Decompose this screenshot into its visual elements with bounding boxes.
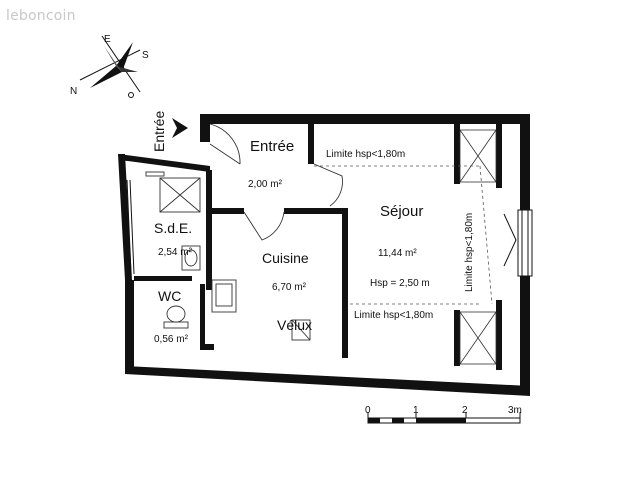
wall-alcove-bottom-right — [496, 300, 502, 370]
wall-sde-right — [206, 170, 212, 290]
room-sde-name: S.d.E. — [154, 220, 192, 236]
left-window — [126, 179, 135, 275]
room-sejour-name: Séjour — [380, 203, 423, 220]
compass-south-label: S — [142, 50, 149, 61]
compass-arrow-east — [116, 42, 133, 72]
wall-wc-right — [200, 284, 205, 350]
shower-icon — [145, 171, 201, 213]
limit-label-bottom: Limite hsp<1,80m — [354, 310, 433, 321]
compass-arrow-north — [90, 66, 122, 88]
right-window — [503, 209, 533, 277]
scale-bar: 0 1 2 3m — [365, 405, 522, 424]
room-wc-area: 0,56 m² — [154, 334, 189, 345]
compass-north-label: N — [70, 86, 77, 97]
sejour-door — [313, 163, 343, 207]
wall-alcove-top — [454, 124, 460, 184]
compass-rose: N E S — [70, 34, 149, 98]
entrance-label: Entrée — [151, 111, 167, 152]
scale-tick-2: 2 — [462, 405, 468, 416]
wall-entree-sejour-top — [308, 124, 314, 164]
wall-cuisine-sejour — [342, 208, 348, 358]
entrance-arrow-icon — [172, 118, 188, 138]
interior-walls — [134, 124, 502, 370]
compass-arrow-south — [116, 66, 138, 72]
room-cuisine-name: Cuisine — [262, 250, 309, 266]
wall-left-lower — [125, 280, 134, 372]
compass-east-label: E — [104, 34, 111, 45]
compass-arrow-west — [104, 46, 122, 72]
scale-tick-1: 1 — [413, 405, 419, 416]
scale-tick-3: 3m — [508, 405, 522, 416]
room-sde-area: 2,54 m² — [158, 247, 193, 258]
limit-label-right: Limite hsp<1,80m — [464, 213, 475, 292]
entry-door-arc — [209, 123, 241, 165]
velux-icon — [291, 319, 311, 341]
room-sejour-area: 11,44 m² — [378, 248, 417, 259]
wall-entry-left — [200, 114, 210, 142]
height-limit-lines — [314, 165, 493, 305]
wall-upper-diagonal — [118, 154, 210, 172]
washbasin-icon — [181, 245, 201, 271]
alcove-closets — [459, 129, 497, 365]
entry-door-leaf — [209, 143, 241, 165]
toilet-icon — [163, 305, 189, 329]
wall-entree-cuisine-right — [284, 208, 346, 214]
wall-sde-wc — [134, 276, 192, 281]
wall-left-upper — [118, 154, 132, 280]
wall-entree-cuisine-left — [210, 208, 244, 214]
velux-label: Vélux — [277, 317, 312, 333]
compass-axis-ew — [79, 49, 141, 81]
wall-alcove-top-right — [496, 124, 502, 188]
wall-top — [200, 114, 530, 124]
room-cuisine-area: 6,70 m² — [272, 282, 307, 293]
room-sejour-height: Hsp = 2,50 m — [370, 278, 430, 289]
wall-alcove-bottom — [454, 310, 460, 366]
wall-bottom — [125, 366, 530, 396]
cuisine-door — [243, 211, 285, 241]
room-wc-name: WC — [158, 288, 181, 304]
compass-west-marker — [128, 92, 134, 98]
kitchen-sink-icon — [211, 279, 237, 313]
door-swings — [209, 123, 343, 241]
leboncoin-watermark: leboncoin — [6, 8, 76, 24]
room-entree-name: Entrée — [250, 138, 294, 155]
scale-tick-0: 0 — [365, 405, 371, 416]
wall-wc-corner — [200, 344, 214, 350]
room-entree-area: 2,00 m² — [248, 179, 283, 190]
limit-label-top: Limite hsp<1,80m — [326, 149, 405, 160]
